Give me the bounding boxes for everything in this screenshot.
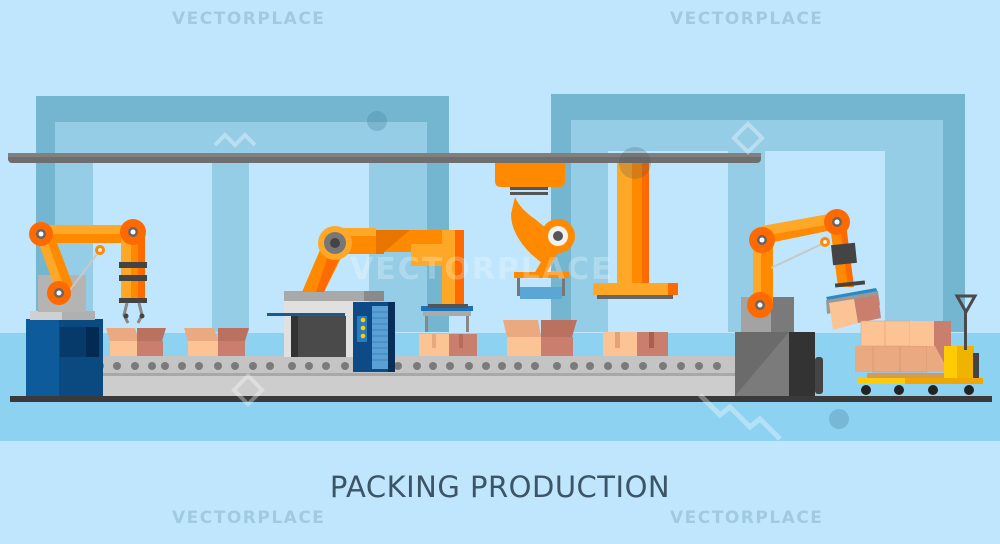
watermark-bottom-left: VECTORPLACE (172, 508, 326, 528)
watermark-bottom-right: VECTORPLACE (670, 508, 824, 528)
robotic-arm-palletizer (747, 209, 881, 330)
pallet-jack (855, 294, 983, 395)
watermark-top-right: VECTORPLACE (670, 9, 824, 29)
robotic-arm-gripper (29, 219, 147, 324)
ceiling-robot-arm (495, 163, 575, 299)
palletizer-base (735, 297, 823, 396)
ground-line (10, 396, 992, 402)
page-title: PACKING PRODUCTION (329, 470, 671, 504)
robotic-arm-loader (302, 226, 473, 332)
conveyor-belt (58, 356, 743, 396)
cardboard-boxes (106, 320, 668, 356)
left-robot-base (26, 275, 103, 396)
decorative-shapes (213, 111, 849, 441)
watermark-top-left: VECTORPLACE (172, 9, 326, 29)
watermark-center: VECTORPLACE (350, 252, 614, 287)
gantry-press (593, 147, 678, 299)
packing-machine (267, 291, 395, 372)
left-gantry-frame (36, 96, 449, 333)
